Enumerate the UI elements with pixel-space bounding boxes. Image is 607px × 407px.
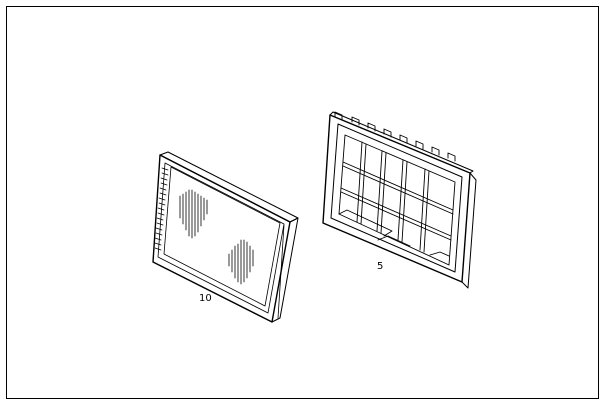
reflection-hatching-lower: [228, 239, 254, 285]
drawing-frame: [6, 6, 599, 399]
callout-part-10: 10: [199, 293, 212, 304]
pleat-edge-hatching: [154, 167, 169, 251]
callout-part-5: 5: [377, 261, 384, 272]
housing-grid-bars: [340, 141, 454, 253]
reflection-hatching-upper: [179, 189, 208, 239]
housing-clips: [334, 111, 456, 162]
filter-housing-part: [322, 111, 477, 289]
filter-element-part: [152, 151, 299, 323]
